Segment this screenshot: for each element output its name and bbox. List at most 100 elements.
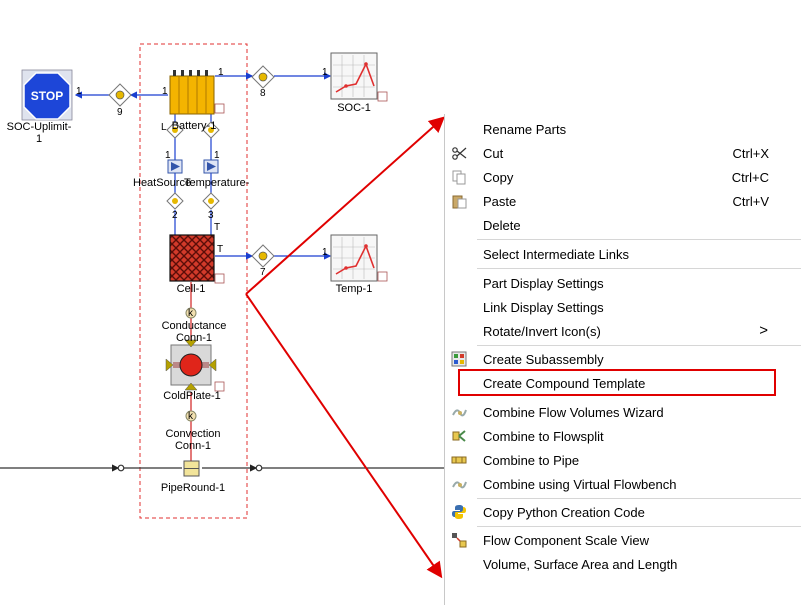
conductance-conn-icon[interactable] <box>185 307 197 319</box>
menu-separator <box>477 239 801 240</box>
link-diamond-7-icon[interactable] <box>251 244 275 268</box>
pipe-icon <box>451 456 467 464</box>
temp-monitor-icon[interactable] <box>330 234 388 282</box>
piperound-icon[interactable] <box>183 460 200 477</box>
menu-item-label: Copy <box>483 170 514 185</box>
menu-separator <box>477 526 801 527</box>
menu-item-shortcut: Ctrl+X <box>732 146 769 161</box>
selection-box <box>139 43 248 519</box>
menu-separator <box>477 268 801 269</box>
link-number-2: 2 <box>172 210 178 221</box>
link-number-3: 3 <box>208 210 214 221</box>
flow-line <box>0 464 444 472</box>
port-letter: k <box>188 308 193 319</box>
subassembly-icon <box>451 351 467 367</box>
soc1-label: SOC-1 <box>337 102 371 114</box>
port-letter: L <box>161 122 167 133</box>
port-letter: T <box>214 222 221 233</box>
context-menu: Rename Parts Cut Ctrl+X Copy Ctrl+C Past… <box>444 114 801 605</box>
coldplate-label: ColdPlate-1 <box>163 390 221 402</box>
conductance-label: Conductance Conn-1 <box>161 320 227 344</box>
port-number: 1 <box>165 150 171 161</box>
menu-item-shortcut: Ctrl+V <box>732 194 769 209</box>
menu-item-label: Copy Python Creation Code <box>483 505 645 520</box>
menu-item-select-intermediate-links[interactable]: Select Intermediate Links <box>445 242 801 266</box>
menu-item-create-subassembly[interactable]: Create Subassembly <box>445 347 801 371</box>
port-number: 1 <box>214 150 220 161</box>
link-diamond-battery-right-icon <box>202 121 220 139</box>
port-number: 1 <box>76 86 82 97</box>
link-number-8: 8 <box>260 88 266 99</box>
link-diamond-9-icon[interactable] <box>108 83 132 107</box>
soc-uplimit-label: SOC-Uplimit- 1 <box>6 121 72 145</box>
stop-sign-icon[interactable]: STOP <box>21 69 73 121</box>
soc-monitor-icon[interactable] <box>330 52 388 102</box>
heatsource-icon[interactable] <box>167 159 183 174</box>
heatsource-label: HeatSource <box>133 177 192 189</box>
convection-label: Convection Conn-1 <box>165 428 221 452</box>
copy-icon <box>452 170 466 185</box>
port-letter: k <box>188 411 193 422</box>
scale-view-icon <box>452 533 467 548</box>
menu-item-cut[interactable]: Cut Ctrl+X <box>445 141 801 165</box>
coldplate-icon[interactable] <box>165 339 225 392</box>
flowbench-icon <box>452 481 467 489</box>
menu-separator <box>477 498 801 499</box>
link-diamond-8-icon[interactable] <box>251 65 275 89</box>
menu-item-flow-component-scale-view[interactable]: Flow Component Scale View <box>445 528 801 552</box>
menu-item-label: Rename Parts <box>483 122 567 137</box>
menu-item-volume-surface-area-length[interactable]: Volume, Surface Area and Length <box>445 552 801 576</box>
annotation-arrows <box>245 116 445 579</box>
menu-item-combine-to-flowsplit[interactable]: Combine to Flowsplit <box>445 424 801 448</box>
cell-label: Cell-1 <box>176 283 206 295</box>
menu-item-label: Combine using Virtual Flowbench <box>483 477 677 492</box>
menu-item-label: Paste <box>483 194 517 209</box>
menu-item-link-display-settings[interactable]: Link Display Settings <box>445 295 801 319</box>
menu-item-rename-parts[interactable]: Rename Parts <box>445 117 801 141</box>
flowsplit-icon <box>452 430 466 442</box>
menu-item-paste[interactable]: Paste Ctrl+V <box>445 189 801 213</box>
menu-item-delete[interactable]: Delete <box>445 213 801 237</box>
menu-item-part-display-settings[interactable]: Part Display Settings <box>445 271 801 295</box>
port-number: 1 <box>218 67 224 78</box>
signal-links <box>74 72 332 260</box>
menu-item-label: Delete <box>483 218 521 233</box>
piperound-label: PipeRound-1 <box>160 482 226 494</box>
menu-item-label: Select Intermediate Links <box>483 247 629 262</box>
link-diamond-2-icon[interactable] <box>166 192 184 210</box>
menu-item-copy[interactable]: Copy Ctrl+C <box>445 165 801 189</box>
menu-item-copy-python-code[interactable]: Copy Python Creation Code <box>445 500 801 524</box>
port-letter: T <box>217 244 224 255</box>
menu-item-label: Link Display Settings <box>483 300 604 315</box>
highlight-box <box>458 369 776 396</box>
port-number: 1 <box>322 67 328 78</box>
temperature-sensor-icon[interactable] <box>203 159 219 174</box>
port-number: 1 <box>162 86 168 97</box>
menu-item-combine-to-pipe[interactable]: Combine to Pipe <box>445 448 801 472</box>
menu-item-label: Create Subassembly <box>483 352 604 367</box>
menu-item-label: Volume, Surface Area and Length <box>483 557 678 572</box>
chevron-right-icon: > <box>759 322 768 339</box>
menu-item-label: Part Display Settings <box>483 276 604 291</box>
link-diamond-3-icon[interactable] <box>202 192 220 210</box>
port-number: 1 <box>322 247 328 258</box>
temp1-label: Temp-1 <box>335 283 373 295</box>
menu-item-label: Flow Component Scale View <box>483 533 649 548</box>
menu-item-label: Combine to Pipe <box>483 453 580 468</box>
stop-icon-text: STOP <box>31 89 63 103</box>
menu-item-combine-flow-volumes-wizard[interactable]: Combine Flow Volumes Wizard <box>445 400 801 424</box>
menu-item-label: Cut <box>483 146 504 161</box>
menu-item-shortcut: Ctrl+C <box>731 170 769 185</box>
menu-item-label: Rotate/Invert Icon(s) <box>483 324 601 339</box>
battery-icon[interactable] <box>169 70 225 115</box>
menu-item-combine-virtual-flowbench[interactable]: Combine using Virtual Flowbench <box>445 472 801 496</box>
menu-item-rotate-invert-icons[interactable]: Rotate/Invert Icon(s) > <box>445 319 801 343</box>
scissors-icon <box>452 147 467 160</box>
temperature-label: Temperature- <box>184 177 250 189</box>
cell-icon[interactable] <box>169 234 225 284</box>
menu-item-create-compound-template[interactable]: Create Compound Template <box>445 371 801 395</box>
link-diamond-battery-left-icon <box>166 121 184 139</box>
convection-conn-icon[interactable] <box>185 410 197 422</box>
flow-wizard-icon <box>452 409 467 417</box>
